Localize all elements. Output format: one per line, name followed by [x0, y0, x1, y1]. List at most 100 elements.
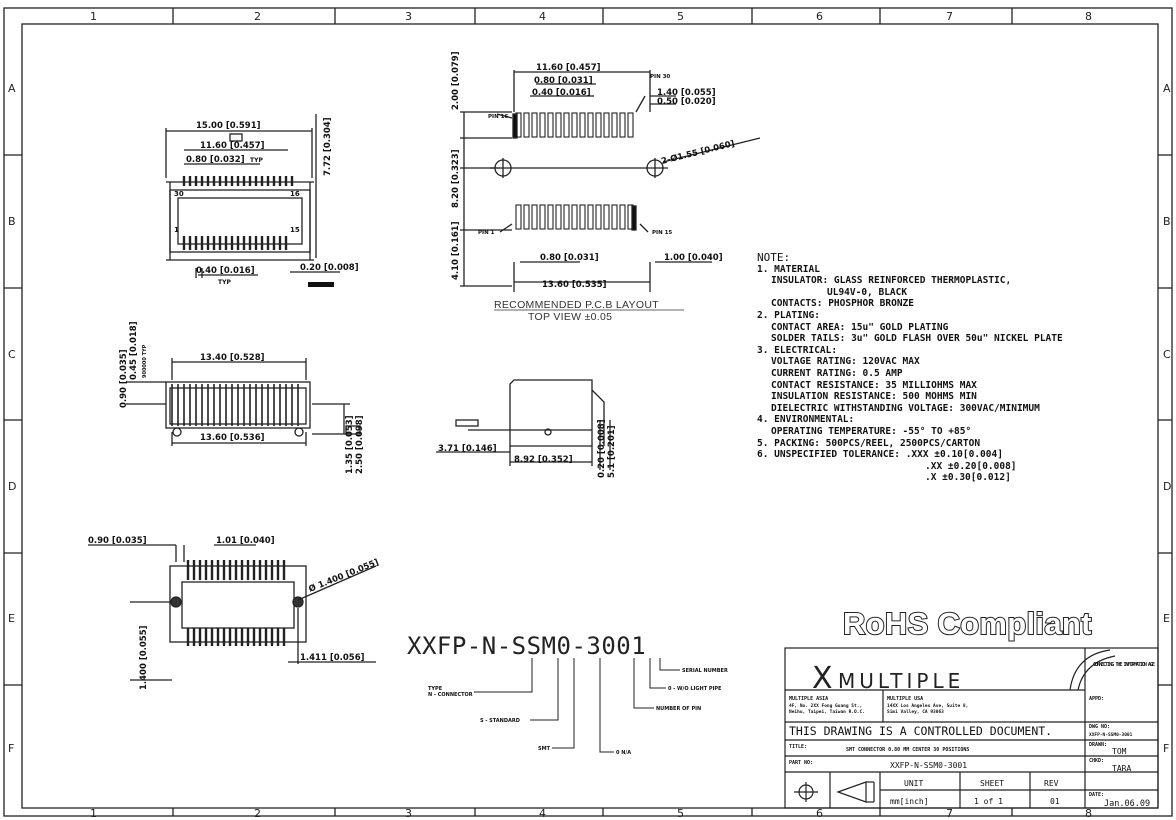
- svg-text:PIN 30: PIN 30: [650, 74, 670, 80]
- note-line: INSULATOR: GLASS REINFORCED THERMOPLASTI…: [771, 275, 1012, 287]
- rev-label: REV: [1044, 779, 1059, 788]
- note-line: 4. ENVIRONMENTAL:: [757, 414, 855, 426]
- note-line: .X ±0.30[0.012]: [925, 472, 1011, 484]
- border-col-label: 7: [946, 10, 953, 23]
- svg-text:15: 15: [290, 226, 300, 234]
- note-line: 5. PACKING: 500PCS/REEL, 2500PCS/CARTON: [757, 437, 981, 449]
- svg-text:8.92 [0.352]: 8.92 [0.352]: [514, 455, 573, 465]
- border-col-label: 8: [1085, 10, 1092, 23]
- svg-text:SERIAL NUMBER: SERIAL NUMBER: [682, 668, 728, 674]
- side-view-connector: [126, 358, 361, 446]
- svg-text:2.50 [0.098]: 2.50 [0.098]: [355, 415, 365, 474]
- svg-text:14XX Los Angeles Ave, Suite 8,: 14XX Los Angeles Ave, Suite 8,: [887, 703, 968, 709]
- svg-text:Simi Valley, CA 93063: Simi Valley, CA 93063: [887, 709, 944, 715]
- top-dim-1160: 11.60 [0.457]: [200, 141, 265, 151]
- svg-text:0 N/A: 0 N/A: [616, 750, 631, 756]
- border-col-label: 5: [677, 807, 684, 820]
- rev-value: 01: [1050, 797, 1060, 806]
- note-line: 3. ELECTRICAL:: [757, 344, 838, 356]
- border-col-label: 4: [539, 807, 546, 820]
- note-line: OPERATING TEMPERATURE: -55° TO +85°: [771, 425, 972, 437]
- top-dim-040: 0.40 [0.016]: [196, 266, 255, 276]
- part-code-leaders: [474, 658, 680, 753]
- sheet-label: SHEET: [980, 779, 1004, 788]
- top-view-dims-text: 15.00 [0.591] 11.60 [0.457] 0.80 [0.032]…: [174, 117, 359, 287]
- svg-text:NUMBER OF PIN: NUMBER OF PIN: [656, 706, 701, 712]
- svg-text:900000 TYP: 900000 TYP: [142, 344, 148, 378]
- border-row-label: C: [8, 348, 16, 361]
- svg-text:1.400 [0.055]: 1.400 [0.055]: [139, 625, 149, 690]
- border-row-label: D: [8, 480, 16, 493]
- title-block: [784, 647, 1159, 809]
- svg-text:30: 30: [174, 190, 184, 198]
- end-view: [436, 379, 611, 470]
- title-value: SMT CONNECTOR 0.80 MM CENTER 30 POSITION…: [846, 747, 969, 753]
- pcb-layout: [460, 70, 761, 292]
- bottom-view-connector: [88, 544, 377, 681]
- logo-text: MULTIPLE: [838, 669, 964, 693]
- border-col-label: 1: [90, 10, 97, 23]
- border-row-label: C: [1163, 348, 1171, 361]
- dwg-label: DWG NO:: [1089, 724, 1110, 730]
- svg-text:13.60 [0.536]: 13.60 [0.536]: [200, 433, 265, 443]
- controlled-doc: THIS DRAWING IS A CONTROLLED DOCUMENT.: [789, 724, 1052, 738]
- svg-text:2.00 [0.079]: 2.00 [0.079]: [451, 51, 461, 110]
- svg-text:0.90 [0.035]: 0.90 [0.035]: [119, 349, 129, 408]
- title-label: TITLE:: [789, 744, 807, 750]
- svg-text:4F, No. 2XX Fong Guang St.,: 4F, No. 2XX Fong Guang St.,: [789, 703, 862, 709]
- svg-text:Ø 1.400 [0.055]: Ø 1.400 [0.055]: [307, 557, 380, 595]
- svg-text:TYPE: TYPE: [428, 686, 443, 692]
- svg-text:11.60 [0.457]: 11.60 [0.457]: [536, 63, 601, 73]
- border-row-label: A: [8, 82, 16, 95]
- svg-text:13.60 [0.535]: 13.60 [0.535]: [542, 280, 607, 290]
- svg-text:0 - W/O LIGHT PIPE: 0 - W/O LIGHT PIPE: [668, 686, 722, 692]
- svg-text:PIN 16: PIN 16: [488, 114, 508, 120]
- date-label: DATE:: [1089, 792, 1104, 798]
- logo-x: X: [812, 661, 833, 696]
- svg-text:SMT: SMT: [538, 746, 551, 752]
- border-col-label: 2: [254, 10, 261, 23]
- note-line: CONTACT AREA: 15u" GOLD PLATING: [771, 321, 949, 333]
- pcb-caption-2: TOP VIEW ±0.05: [528, 311, 612, 323]
- border-col-label: 7: [946, 807, 953, 820]
- drawn-label: DRAWN:: [1089, 742, 1107, 748]
- svg-text:0.45 [0.018]: 0.45 [0.018]: [129, 321, 139, 380]
- part-label: PART NO:: [789, 760, 813, 766]
- pcb-text: 11.60 [0.457] 0.80 [0.031] 0.40 [0.016] …: [451, 51, 736, 290]
- border-row-label: D: [1163, 480, 1171, 493]
- note-line: .XX ±0.20[0.008]: [925, 460, 1017, 472]
- border-col-label: 3: [405, 807, 412, 820]
- svg-text:4.10 [0.161]: 4.10 [0.161]: [451, 221, 461, 280]
- svg-text:3.71 [0.146]: 3.71 [0.146]: [438, 444, 497, 454]
- svg-text:1.40 [0.055]: 1.40 [0.055]: [657, 88, 716, 98]
- svg-text:1.01 [0.040]: 1.01 [0.040]: [216, 536, 275, 546]
- part-value: XXFP-N-SSM0-3001: [890, 761, 967, 770]
- svg-text:N - CONNECTOR: N - CONNECTOR: [428, 692, 473, 698]
- svg-text:S - STANDARD: S - STANDARD: [480, 718, 520, 724]
- border-col-label: 5: [677, 10, 684, 23]
- border-row-label: B: [8, 215, 16, 228]
- border-col-label: 1: [90, 807, 97, 820]
- part-code: XXFP-N-SSM0-3001: [407, 632, 647, 660]
- company-left: MULTIPLE ASIA: [789, 696, 828, 702]
- top-dim-15: 15.00 [0.591]: [196, 121, 261, 131]
- svg-text:Neihu, Taipei, Taiwan R.O.C.: Neihu, Taipei, Taiwan R.O.C.: [789, 709, 865, 715]
- chkd-label: CHKD:: [1089, 758, 1104, 764]
- top-dim-772: 7.72 [0.304]: [323, 117, 333, 176]
- company-right: MULTIPLE USA: [887, 696, 923, 702]
- note-line: 1. MATERIAL: [757, 263, 820, 275]
- border-col-label: 3: [405, 10, 412, 23]
- svg-text:PIN 1: PIN 1: [478, 230, 495, 236]
- border-col-label: 8: [1085, 807, 1092, 820]
- svg-text:TYP: TYP: [250, 157, 263, 164]
- top-dim-080: 0.80 [0.032]: [186, 155, 245, 165]
- note-line: SOLDER TAILS: 3u" GOLD FLASH OVER 50u" N…: [771, 333, 1063, 345]
- note-line: VOLTAGE RATING: 120VAC MAX: [771, 356, 920, 368]
- border-col-label: 6: [816, 10, 823, 23]
- appd-label: APPD:: [1089, 696, 1104, 702]
- svg-text:16: 16: [290, 190, 300, 198]
- svg-text:1.00 [0.040]: 1.00 [0.040]: [664, 253, 723, 263]
